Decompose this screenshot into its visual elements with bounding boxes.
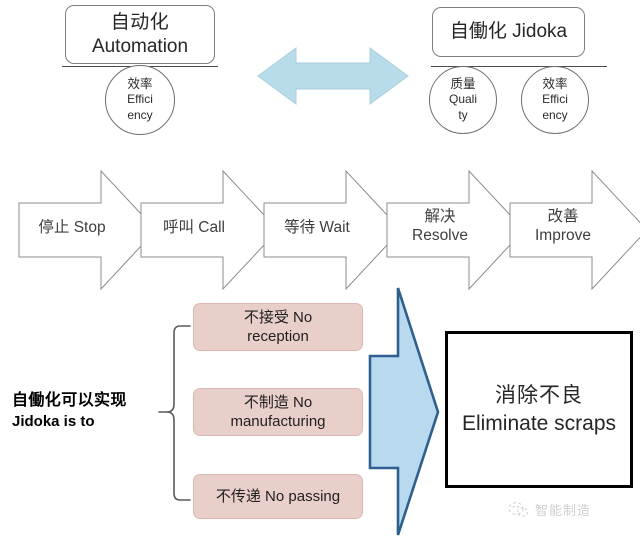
- jidoka-caption-en: Jidoka is to: [12, 413, 95, 431]
- process-step-wait: 等待 Wait: [263, 170, 403, 290]
- process-step-improve: 改善 Improve: [509, 170, 640, 290]
- bubble-automation-efficiency-en-line2: ency: [127, 108, 153, 123]
- double-headed-arrow-icon: [256, 45, 410, 107]
- bubble-jidoka-quality-en-line1: Quali: [448, 92, 477, 107]
- rule-box-no-manufacturing-en: manufacturing: [230, 413, 326, 430]
- rule-box-no-passing-text: 不传递 No passing: [215, 487, 341, 505]
- curly-brace: [158, 324, 192, 502]
- concept-jidoka-label: 自働化 Jidoka: [449, 21, 568, 43]
- rule-box-no-manufacturing-text: 不制造 No manufacturing: [230, 393, 325, 431]
- process-step-call: 呼叫 Call: [140, 170, 280, 290]
- bubble-jidoka-quality-en-line2: ty: [458, 108, 468, 123]
- bubble-automation-efficiency-cn: 效率: [127, 76, 153, 91]
- rule-box-no-passing: 不传递 No passing: [193, 474, 363, 519]
- rule-box-no-reception-cn: 不接受 No: [243, 308, 313, 326]
- concept-automation-en: Automation: [91, 35, 189, 57]
- rule-box-no-reception: 不接受 No reception: [193, 303, 363, 351]
- jidoka-caption: 自働化可以实现 Jidoka is to: [12, 390, 172, 433]
- bubble-jidoka-efficiency-cn: 效率: [542, 76, 568, 91]
- bubble-jidoka-efficiency: 效率 Effici ency: [521, 66, 589, 134]
- rule-box-no-reception-en: reception: [247, 328, 309, 345]
- rule-box-no-manufacturing: 不制造 No manufacturing: [193, 388, 363, 436]
- concept-box-jidoka: 自働化 Jidoka: [432, 7, 585, 57]
- result-cn: 消除不良: [495, 384, 583, 408]
- result-en: Eliminate scraps: [461, 411, 617, 435]
- wechat-account-icon: [508, 501, 528, 518]
- watermark: 智能制造: [508, 500, 591, 519]
- concept-automation-cn: 自动化: [110, 12, 170, 34]
- watermark-text: 智能制造: [535, 503, 592, 518]
- bubble-jidoka-efficiency-en-line2: ency: [542, 108, 568, 123]
- bubble-jidoka-quality-cn: 质量: [450, 76, 476, 91]
- rule-box-no-manufacturing-cn: 不制造 No: [243, 393, 313, 411]
- jidoka-caption-cn: 自働化可以实现: [12, 392, 127, 409]
- process-step-stop: 停止 Stop: [18, 170, 158, 290]
- bubble-automation-efficiency: 效率 Effici ency: [105, 65, 175, 135]
- result-box-eliminate-scraps: 消除不良 Eliminate scraps: [445, 331, 633, 488]
- jidoka-underline: [431, 66, 607, 67]
- process-step-resolve: 解决 Resolve: [386, 170, 526, 290]
- bubble-jidoka-efficiency-en-line1: Effici: [542, 92, 568, 107]
- right-block-arrow-icon: [366, 286, 442, 537]
- concept-box-automation: 自动化 Automation: [65, 5, 215, 64]
- rule-box-no-reception-text: 不接受 No reception: [244, 308, 312, 346]
- bubble-jidoka-quality: 质量 Quali ty: [429, 66, 497, 134]
- bubble-automation-efficiency-en-line1: Effici: [127, 92, 153, 107]
